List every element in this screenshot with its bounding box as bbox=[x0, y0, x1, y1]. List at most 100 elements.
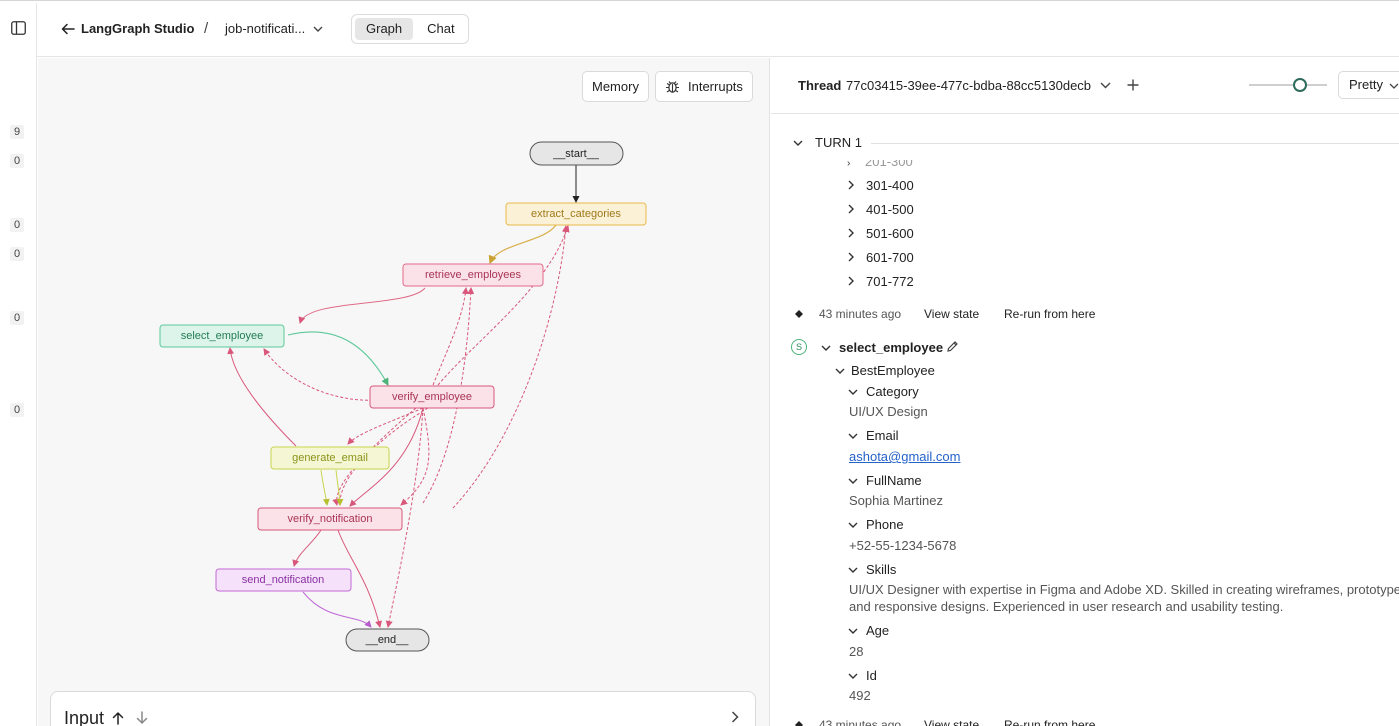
memory-button[interactable]: Memory bbox=[582, 71, 649, 102]
step-name: select_employee bbox=[839, 340, 944, 355]
chevron-down-icon[interactable] bbox=[1100, 82, 1111, 89]
field-value: Sophia Martinez bbox=[849, 493, 943, 508]
arrow-up-icon[interactable] bbox=[112, 711, 124, 725]
view-mode-value: Pretty bbox=[1349, 77, 1383, 92]
chevron-right-icon[interactable] bbox=[731, 711, 739, 723]
turn-divider bbox=[871, 143, 1399, 144]
step-badge: S bbox=[791, 339, 807, 355]
chevron-down-icon[interactable] bbox=[848, 673, 858, 679]
turn-label: TURN 1 bbox=[815, 135, 862, 150]
interrupts-button[interactable]: Interrupts bbox=[655, 71, 753, 102]
chevron-down-icon[interactable] bbox=[848, 389, 858, 395]
field-key: FullName bbox=[866, 473, 922, 488]
field-value: 492 bbox=[849, 688, 871, 703]
chevron-down-icon[interactable] bbox=[848, 433, 858, 439]
range-label: 401-500 bbox=[866, 202, 914, 217]
node-start-label: __start__ bbox=[552, 148, 600, 160]
rail-count: 0 bbox=[10, 311, 24, 325]
node-retrieve-label: retrieve_employees bbox=[425, 269, 521, 281]
range-label: 201-300 bbox=[865, 154, 913, 169]
project-dropdown[interactable]: job-notificati... bbox=[225, 21, 323, 36]
range-row[interactable]: ›201-300 bbox=[847, 154, 913, 169]
view-switcher: Graph Chat bbox=[351, 14, 469, 44]
thread-id-dropdown[interactable]: 77c03415-39ee-477c-bdba-88cc5130decb bbox=[846, 78, 1092, 93]
node-generate-label: generate_email bbox=[292, 452, 368, 464]
chevron-down-icon[interactable] bbox=[821, 345, 831, 351]
chevron-down-icon bbox=[1389, 83, 1399, 89]
node-verify-employee[interactable]: verify_employee bbox=[369, 385, 495, 409]
range-row[interactable]: 301-400 bbox=[848, 178, 914, 193]
chevron-down-icon[interactable] bbox=[848, 478, 858, 484]
range-row[interactable]: 501-600 bbox=[848, 226, 914, 241]
back-label: LangGraph Studio bbox=[81, 21, 195, 36]
input-panel[interactable]: Input bbox=[50, 691, 756, 726]
chevron-down-icon bbox=[313, 26, 323, 32]
input-label: Input bbox=[64, 708, 105, 726]
chevron-down-icon[interactable] bbox=[848, 628, 858, 634]
bug-icon bbox=[666, 81, 679, 93]
view-mode-select[interactable]: Pretty bbox=[1338, 71, 1399, 99]
range-row[interactable]: 401-500 bbox=[848, 202, 914, 217]
node-verify-notification-label: verify_notification bbox=[288, 513, 373, 525]
rerun-button[interactable]: Re-run from here bbox=[1004, 307, 1096, 321]
node-extract-categories[interactable]: extract_categories bbox=[505, 202, 647, 226]
chevron-right-icon bbox=[848, 252, 854, 262]
rerun-button[interactable]: Re-run from here bbox=[1004, 718, 1096, 726]
next-meta-row: 43 minutes ago View state Re-run from he… bbox=[771, 718, 1399, 726]
node-send-notification[interactable]: send_notification bbox=[215, 568, 352, 592]
node-select-employee[interactable]: select_employee bbox=[159, 324, 285, 348]
zoom-slider[interactable] bbox=[1249, 78, 1327, 92]
range-label: 701-772 bbox=[866, 274, 914, 289]
field-value: UI/UX Design bbox=[849, 404, 928, 419]
thread-bar: Thread 77c03415-39ee-477c-bdba-88cc5130d… bbox=[771, 58, 1399, 114]
turn-header[interactable]: TURN 1 bbox=[793, 135, 862, 150]
step-timestamp: 43 minutes ago bbox=[819, 307, 902, 321]
range-label: 301-400 bbox=[866, 178, 914, 193]
field-value: UI/UX Designer with expertise in Figma a… bbox=[849, 582, 1399, 597]
node-start[interactable]: __start__ bbox=[529, 141, 624, 166]
breadcrumb-separator: / bbox=[204, 20, 209, 37]
field-key: Phone bbox=[866, 517, 904, 532]
field-key: Category bbox=[866, 384, 919, 399]
rail-count: 9 bbox=[10, 125, 24, 139]
node-select-label: select_employee bbox=[181, 330, 264, 342]
top-border bbox=[0, 0, 1399, 3]
tab-chat[interactable]: Chat bbox=[427, 21, 455, 36]
chevron-right-icon bbox=[848, 180, 854, 190]
thread-label: Thread bbox=[798, 78, 842, 93]
field-key: Email bbox=[866, 428, 899, 443]
node-verify-employee-label: verify_employee bbox=[392, 391, 472, 403]
back-button[interactable]: LangGraph Studio bbox=[61, 21, 194, 36]
chevron-down-icon[interactable] bbox=[848, 567, 858, 573]
range-row[interactable]: 701-772 bbox=[848, 274, 914, 289]
tab-graph[interactable]: Graph bbox=[355, 18, 414, 40]
node-generate-email[interactable]: generate_email bbox=[270, 446, 390, 470]
thread-panel: Thread 77c03415-39ee-477c-bdba-88cc5130d… bbox=[771, 58, 1399, 726]
email-link[interactable]: ashota@gmail.com bbox=[849, 449, 961, 464]
plus-icon[interactable] bbox=[1127, 79, 1139, 91]
view-state-button[interactable]: View state bbox=[924, 718, 980, 726]
top-header: LangGraph Studio / job-notificati... Gra… bbox=[37, 3, 1399, 57]
field-value: and responsive designs. Experienced in u… bbox=[849, 599, 1284, 614]
project-name: job-notificati... bbox=[225, 21, 306, 36]
arrow-down-icon[interactable] bbox=[136, 711, 148, 725]
view-state-button[interactable]: View state bbox=[924, 307, 980, 321]
chevron-down-icon[interactable] bbox=[835, 368, 845, 374]
node-verify-notification[interactable]: verify_notification bbox=[257, 507, 403, 531]
field-value: +52-55-1234-5678 bbox=[849, 538, 957, 553]
node-end[interactable]: __end__ bbox=[345, 628, 430, 652]
node-retrieve-employees[interactable]: retrieve_employees bbox=[402, 263, 544, 287]
pencil-icon[interactable] bbox=[946, 340, 959, 353]
field-key: Id bbox=[866, 668, 877, 683]
diamond-icon bbox=[795, 721, 803, 726]
zoom-slider-knob[interactable] bbox=[1293, 78, 1307, 92]
range-row[interactable]: 601-700 bbox=[848, 250, 914, 265]
object-name: BestEmployee bbox=[851, 363, 935, 378]
left-rail: 9 0 0 0 0 0 bbox=[0, 3, 37, 726]
chevron-down-icon[interactable] bbox=[848, 522, 858, 528]
sidebar-toggle-icon[interactable] bbox=[11, 21, 26, 35]
field-key: Skills bbox=[866, 562, 897, 577]
field-value: 28 bbox=[849, 644, 864, 659]
chevron-right-icon bbox=[848, 276, 854, 286]
chevron-right-icon bbox=[848, 228, 854, 238]
